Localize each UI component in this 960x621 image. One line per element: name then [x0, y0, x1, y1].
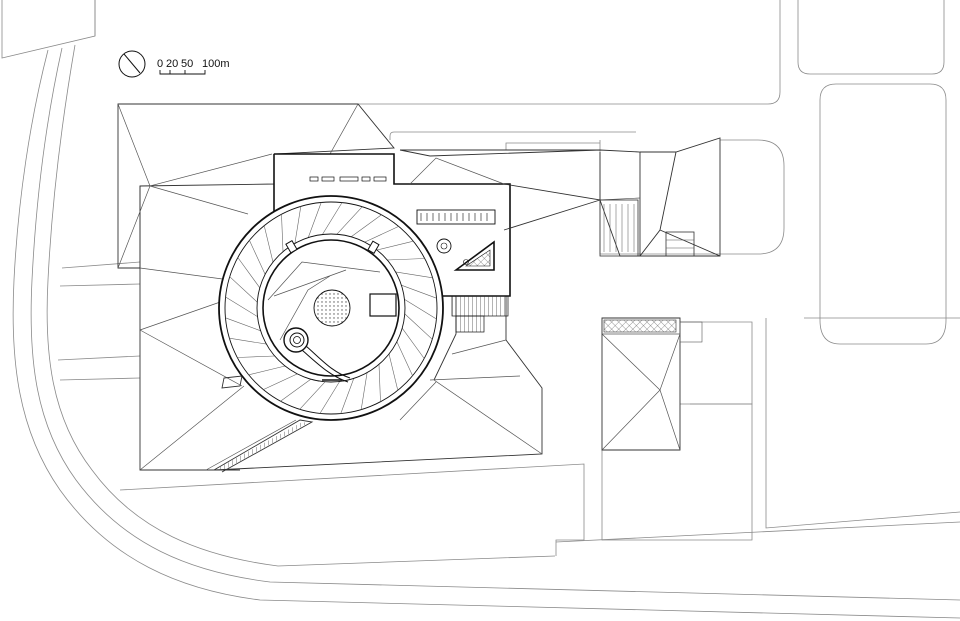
- road-edge-inner: [30, 47, 960, 601]
- ramp-division-line: [249, 240, 266, 275]
- parcel-lower-left: [119, 463, 585, 556]
- ramp-division-line: [299, 381, 326, 410]
- ramp-division-line: [294, 206, 302, 244]
- drum-inner-wall: [262, 239, 400, 377]
- ramp-division-line: [404, 299, 437, 320]
- scale-bar: 0 20 50 100m: [157, 58, 230, 75]
- ramp-division-line: [280, 378, 311, 402]
- roof-fold-lines-left: [117, 103, 359, 471]
- ramp-division-line: [237, 355, 275, 358]
- ramp-notch-left: [285, 239, 298, 254]
- parcel-mid-right: [599, 139, 785, 255]
- triangular-light-well-inner: [465, 249, 491, 267]
- skylight-strip-bars: [420, 213, 488, 221]
- scale-label-0: 0: [157, 58, 163, 70]
- ramp-division-line: [364, 226, 399, 243]
- stair-core: [369, 293, 397, 317]
- adjacent-roofs: [399, 137, 721, 257]
- ramp-division-line: [340, 378, 355, 414]
- ramp-notch-right: [367, 240, 380, 255]
- central-oculus: [313, 289, 351, 327]
- road-lower-band: [555, 521, 960, 543]
- rear-block-window-strip: [309, 176, 387, 182]
- parcel-lower-right-c: [765, 318, 960, 529]
- ramp-division-line: [225, 317, 261, 332]
- road-edge-outer: [12, 49, 960, 619]
- ramp-division-line: [360, 372, 368, 410]
- stairs-upper: [451, 295, 509, 317]
- roof-right-gable: [639, 137, 721, 257]
- road-edge-mid: [46, 44, 556, 567]
- light-well-round: [436, 238, 452, 254]
- parcel-top-right-b: [797, 0, 945, 75]
- roof-leaf-left: [221, 375, 243, 389]
- stairs-lower: [455, 315, 485, 333]
- ramp-division-line: [378, 364, 381, 402]
- spiral-stair: [283, 327, 351, 383]
- ramp-division-line: [351, 214, 382, 238]
- ramp-division-line: [229, 337, 267, 345]
- roof-fold-lines-right: [399, 339, 543, 455]
- rear-block: [273, 153, 511, 333]
- circular-drum: [218, 195, 444, 421]
- ramp-division-line: [229, 276, 258, 303]
- side-road-left: [57, 261, 141, 381]
- scale-label-50: 50: [181, 58, 193, 70]
- parcel-right-round: [819, 83, 947, 345]
- drum-ramp-divisions: [225, 202, 437, 414]
- drum-outer-ring: [224, 201, 438, 415]
- ramp-division-line: [396, 341, 413, 376]
- ramp-division-line: [225, 296, 258, 317]
- ramp-division-line: [336, 206, 363, 235]
- scale-label-20: 20: [166, 58, 178, 70]
- scale-label-100: 100m: [202, 58, 230, 70]
- parcel-mid-strip: [505, 142, 600, 150]
- parcel-top-left: [1, 0, 96, 59]
- ramp-division-line: [388, 353, 399, 391]
- roof-wedge-hatch: [216, 422, 308, 471]
- ramp-division-line: [263, 373, 298, 390]
- north-arrow-icon: [118, 50, 146, 78]
- ramp-division-line: [263, 225, 274, 263]
- ramp-division-line: [395, 271, 433, 279]
- ramp-division-line: [248, 365, 286, 376]
- roof-wedge-lower: [213, 419, 314, 473]
- ramp-division-line: [281, 214, 284, 252]
- parcel-top-right-a: [340, 0, 781, 105]
- ramp-division-line: [237, 257, 261, 288]
- roof-gable-bay: [665, 231, 695, 257]
- parcel-lower-right-b: [601, 403, 753, 541]
- inner-courtyard-folds: [267, 261, 381, 341]
- roof-lower-right: [601, 317, 703, 451]
- triangular-light-well: [453, 240, 495, 271]
- ramp-division-line: [401, 284, 437, 299]
- ramp-division-line: [319, 381, 340, 414]
- ramp-division-line: [307, 202, 322, 238]
- ramp-division-line: [387, 258, 425, 261]
- parcel-mid-right-inner: [389, 131, 636, 140]
- roof-right-bay: [599, 199, 639, 257]
- skylight-strip: [416, 209, 496, 225]
- ramp-division-line: [376, 240, 414, 251]
- ramp-division-line: [404, 313, 433, 340]
- roof-right-long-folds: [409, 157, 641, 201]
- parcel-lower-right-a: [680, 321, 753, 405]
- roof-right-bay-lines: [603, 204, 635, 252]
- ramp-division-line: [322, 202, 343, 235]
- ramp-division-line: [401, 328, 425, 359]
